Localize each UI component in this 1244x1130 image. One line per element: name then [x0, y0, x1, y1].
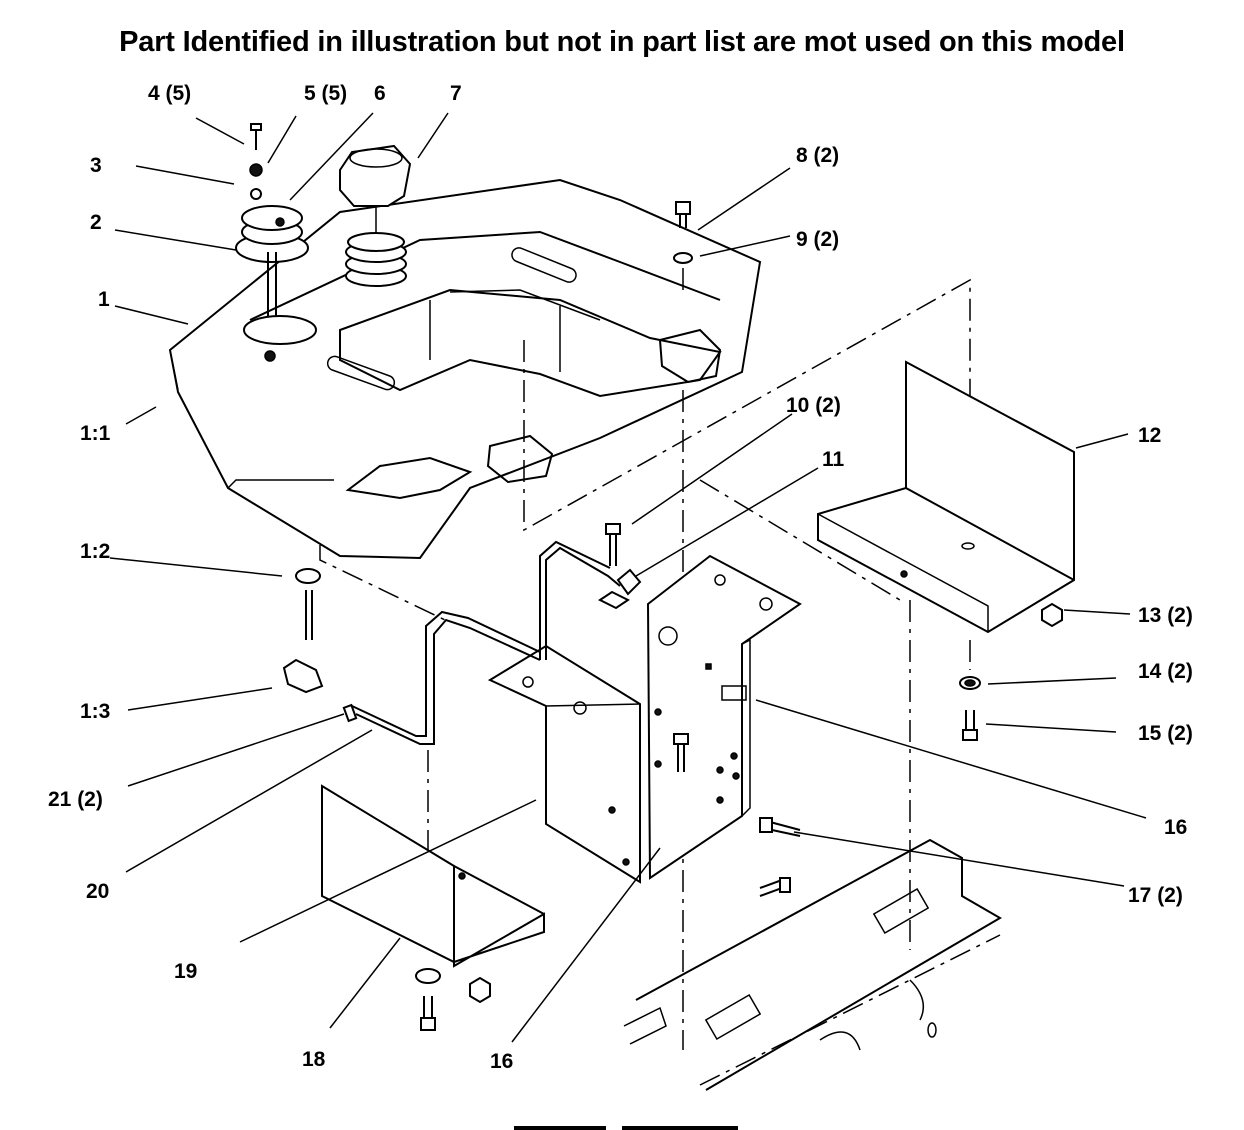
callout-1-2: 1:2	[80, 540, 110, 563]
callout-16-bottom: 16	[490, 1050, 513, 1073]
tank-mount-bolt	[673, 201, 693, 264]
callout-14: 14 (2)	[1138, 660, 1193, 683]
callout-1-3: 1:3	[80, 700, 110, 723]
callout-1: 1	[98, 288, 110, 311]
tank-bracket	[646, 554, 802, 880]
callout-10: 10 (2)	[786, 394, 841, 417]
callout-9: 9 (2)	[796, 228, 839, 251]
callout-6: 6	[374, 82, 386, 105]
callout-20: 20	[86, 880, 109, 903]
page-title: Part Identified in illustration but not …	[119, 26, 1125, 58]
fuel-line-bracket	[487, 644, 641, 884]
callout-11: 11	[822, 448, 845, 471]
heat-shield	[817, 360, 1075, 634]
callout-2: 2	[90, 211, 102, 234]
callout-21: 21 (2)	[48, 788, 103, 811]
callout-18: 18	[302, 1048, 326, 1071]
callout-16-right: 16	[1164, 816, 1187, 839]
bracket-bolts	[415, 523, 801, 1031]
callout-8: 8 (2)	[796, 144, 839, 167]
fuel-cap	[339, 144, 412, 287]
callout-15: 15 (2)	[1138, 722, 1193, 745]
callout-4: 4 (5)	[148, 82, 191, 105]
callout-3: 3	[90, 154, 102, 177]
callout-19: 19	[174, 960, 197, 983]
callout-5: 5 (5)	[304, 82, 347, 105]
callout-12: 12	[1138, 424, 1161, 447]
leader-lines	[109, 112, 1147, 1043]
chassis-frame	[623, 838, 1002, 1091]
callout-labels: 4 (5) 5 (5) 6 7 3 2 1 1:1 1:2 1:3 21 (2)…	[48, 82, 1193, 1073]
shield-hardware	[959, 602, 1063, 741]
cropped-caption-fragment	[514, 1126, 738, 1130]
callout-17: 17 (2)	[1128, 884, 1183, 907]
callout-1-1: 1:1	[80, 422, 111, 445]
callout-7: 7	[450, 82, 462, 105]
fuel-line	[282, 540, 642, 745]
lower-shield	[321, 784, 545, 968]
fuel-sender-unit	[235, 123, 317, 362]
callout-13: 13 (2)	[1138, 604, 1193, 627]
